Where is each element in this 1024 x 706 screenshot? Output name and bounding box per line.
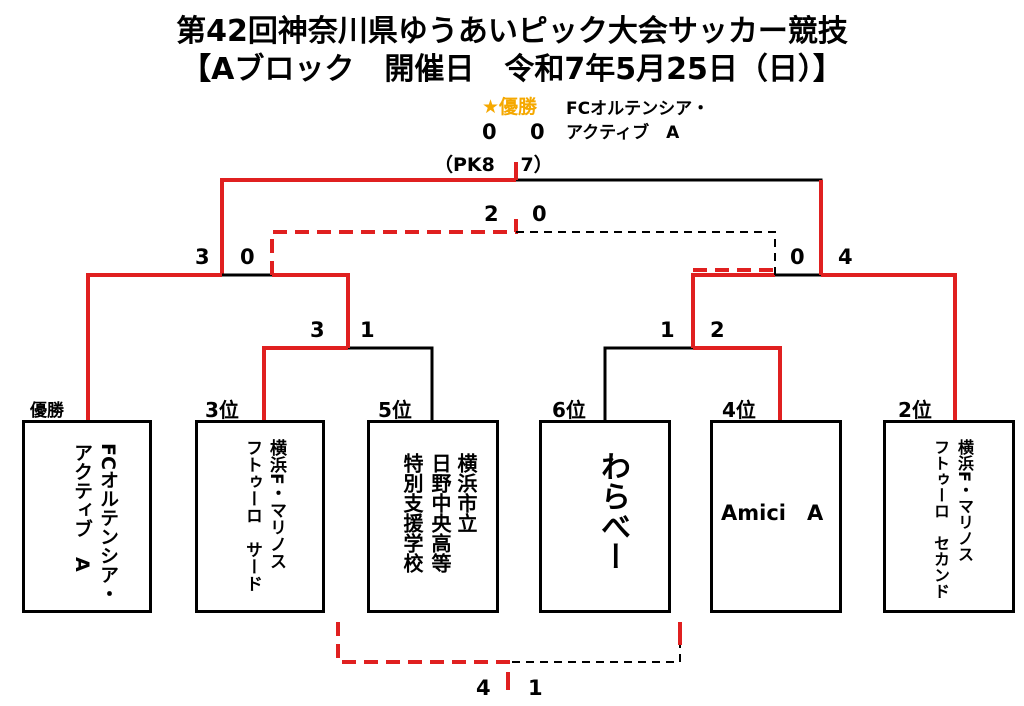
bracket-line-team1 <box>86 273 222 420</box>
semi-right-score: 4 <box>838 245 853 269</box>
tournament-title: 第42回神奈川県ゆうあいピック大会サッカー競技 <box>176 14 848 49</box>
third-place-line-right <box>516 231 776 275</box>
bracket-line-team6 <box>821 273 957 420</box>
team3-name-b: 日野中央高等 <box>428 453 452 573</box>
qf-right-score-left: 1 <box>660 318 675 342</box>
third-place-score-left: 2 <box>484 202 499 226</box>
team1-name-a: FCオルテンシア・ <box>97 443 119 603</box>
semi-right-opp-score: 0 <box>790 245 805 269</box>
rank-label-team3: 5位 <box>378 398 412 422</box>
bracket-line-team2 <box>262 346 348 420</box>
fifth-place-line-left <box>336 622 512 664</box>
bracket-line-team4 <box>603 346 693 420</box>
team5-name-a: Amici A <box>721 501 824 525</box>
team2-name-b: フトゥーロ サード <box>242 439 262 592</box>
team6-name-b: フトゥーロ セカンド <box>931 439 950 599</box>
fifth-place-line-right <box>512 622 681 663</box>
team-box-4: わらべー <box>539 420 671 613</box>
rank-label-team1: 優勝 <box>30 401 64 421</box>
fifth-place-score-right: 1 <box>528 676 543 700</box>
qf-left-score-right: 1 <box>360 318 375 342</box>
third-place-score-right: 0 <box>532 202 547 226</box>
team-box-2: 横浜F・マリノス フトゥーロ サード <box>195 420 325 613</box>
final-score-left: 0 <box>482 120 497 144</box>
semi-left-opp-score: 0 <box>240 245 255 269</box>
team1-name-b: アクティブ A <box>71 443 93 572</box>
bracket-line-left-semi-win <box>220 178 516 275</box>
team3-name-c: 特別支援学校 <box>400 453 424 573</box>
team6-name-a: 横浜F・マリノス <box>955 439 974 562</box>
third-place-line-left <box>270 214 518 275</box>
team-box-6: 横浜F・マリノス フトゥーロ セカンド <box>883 420 1015 613</box>
team-box-1: FCオルテンシア・ アクティブ A <box>22 420 152 613</box>
champion-star-label: ★優勝 <box>482 96 538 118</box>
team4-name-a: わらべー <box>595 451 630 571</box>
rank-label-team5: 4位 <box>722 398 756 422</box>
champion-team-line2: アクティブ A <box>566 123 680 143</box>
rank-label-team2: 3位 <box>205 398 239 422</box>
final-score-right: 0 <box>530 120 545 144</box>
team2-name-a: 横浜F・マリノス <box>266 439 286 570</box>
qf-right-score-right: 2 <box>710 318 725 342</box>
block-date-title: 【Aブロック 開催日 令和7年5月25日（日）】 <box>181 52 843 87</box>
rank-label-team6: 2位 <box>898 398 932 422</box>
bracket-line-team3 <box>348 346 434 420</box>
final-pk-score: （PK8 7） <box>434 154 553 176</box>
semi-left-score: 3 <box>195 245 210 269</box>
fifth-place-score-left: 4 <box>476 676 491 700</box>
team3-name-a: 横浜市立 <box>454 453 478 533</box>
bracket-line-team5 <box>693 346 782 420</box>
bracket-line-qf-right-up <box>691 273 775 348</box>
qf-left-score-left: 3 <box>310 318 325 342</box>
team-box-5: Amici A <box>710 420 842 613</box>
team-box-3: 横浜市立 日野中央高等 特別支援学校 <box>367 420 499 613</box>
champion-team-line1: FCオルテンシア・ <box>566 99 710 119</box>
rank-label-team4: 6位 <box>552 398 586 422</box>
